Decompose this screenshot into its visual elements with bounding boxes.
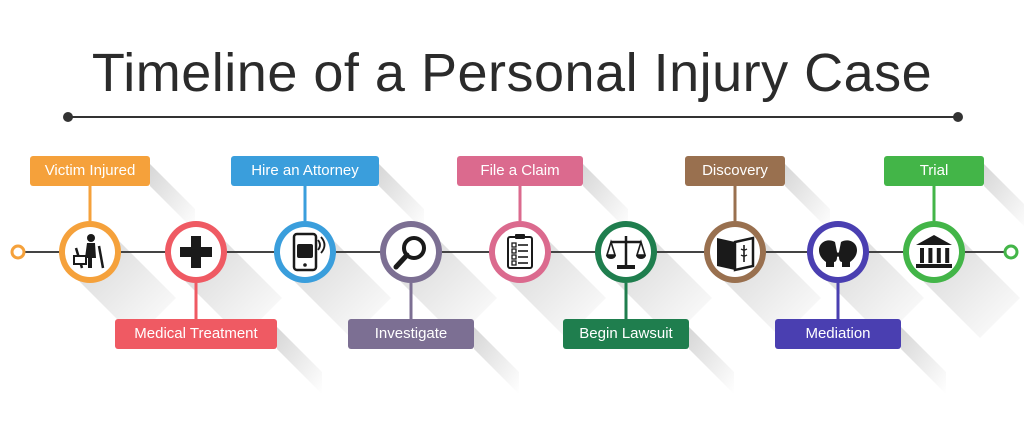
- medical-cross-icon: [180, 236, 212, 268]
- open-book-icon: [717, 236, 755, 272]
- step-label-hire-an-attorney: Hire an Attorney: [231, 156, 379, 186]
- step-label-mediation: Mediation: [775, 319, 901, 349]
- step-label-investigate: Investigate: [348, 319, 474, 349]
- step-label-trial: Trial: [884, 156, 984, 186]
- timeline-start-dot: [10, 244, 26, 260]
- step-node-center: [813, 227, 863, 277]
- step-node-center: [909, 227, 959, 277]
- justice-scales-icon: [605, 236, 647, 269]
- step-label-discovery: Discovery: [685, 156, 785, 186]
- injured-person-icon: [73, 234, 105, 269]
- two-heads-talking-icon: [819, 240, 857, 267]
- label-shadow: [379, 164, 424, 231]
- courthouse-icon: [916, 235, 952, 268]
- phone-call-icon: [292, 232, 326, 272]
- page-title: Timeline of a Personal Injury Case: [91, 43, 933, 103]
- timeline-nodes: [59, 186, 965, 319]
- label-shadow: [150, 164, 195, 231]
- shadows-layer: [76, 164, 1024, 394]
- magnifier-icon: [393, 236, 426, 270]
- step-label-medical-treatment: Medical Treatment: [115, 319, 277, 349]
- title-underline-right-dot: [953, 112, 963, 122]
- title-underline-left-dot: [63, 112, 73, 122]
- step-label-file-a-claim: File a Claim: [457, 156, 583, 186]
- step-node-center: [386, 227, 436, 277]
- step-label-begin-lawsuit: Begin Lawsuit: [563, 319, 689, 349]
- label-shadow: [583, 164, 628, 231]
- label-shadow: [689, 327, 734, 394]
- label-shadow: [474, 327, 519, 394]
- label-shadow: [984, 164, 1024, 226]
- timeline-end-dot: [1003, 244, 1019, 260]
- label-shadow: [277, 327, 322, 394]
- title-underline: [68, 116, 958, 118]
- label-shadow: [785, 164, 830, 231]
- step-label-victim-injured: Victim Injured: [30, 156, 150, 186]
- clipboard-checklist-icon: [507, 234, 533, 269]
- label-shadow: [901, 327, 946, 394]
